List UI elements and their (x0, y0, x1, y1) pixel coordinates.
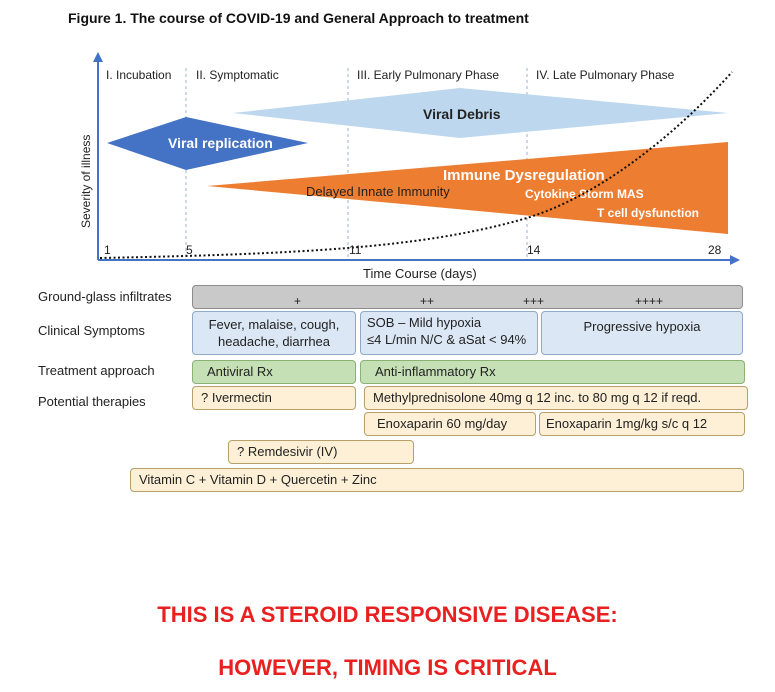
clinical-early-line-2: headache, diarrhea (217, 334, 331, 349)
therapy-enoxaparin-daily: Enoxaparin 60 mg/day (364, 412, 536, 436)
phase-label-symptomatic: II. Symptomatic (196, 68, 279, 82)
y-axis-arrow (93, 52, 103, 62)
enoxaparin-weight-text: Enoxaparin 1mg/kg s/c q 12 (546, 416, 708, 431)
tick-28: 28 (708, 243, 722, 257)
clinical-box-mild-hypoxia: SOB – Mild hypoxia ≤4 L/min N/C & aSat <… (360, 311, 538, 355)
banner-line-1: THIS IS A STEROID RESPONSIVE DISEASE: (157, 602, 618, 627)
y-axis-label: Severity of illness (79, 135, 93, 228)
ivermectin-text: ? Ivermectin (201, 390, 272, 405)
tick-5: 5 (186, 243, 193, 257)
phase-label-late-pulmonary: IV. Late Pulmonary Phase (536, 68, 675, 82)
viral-debris-label: Viral Debris (423, 106, 501, 122)
delayed-innate-label: Delayed Innate Immunity (306, 184, 450, 199)
vitamins-text: Vitamin C + Vitamin D + Quercetin + Zinc (139, 472, 377, 487)
clinical-mild-line-1: SOB – Mild hypoxia (367, 315, 482, 330)
clinical-box-early: Fever, malaise, cough, headache, diarrhe… (192, 311, 356, 355)
figure-title: Figure 1. The course of COVID-19 and Gen… (68, 10, 529, 26)
severity-curve (99, 71, 733, 259)
immune-dysregulation-label: Immune Dysregulation (443, 167, 605, 184)
x-axis-label: Time Course (days) (363, 266, 477, 281)
therapy-remdesivir: ? Remdesivir (IV) (228, 440, 414, 464)
ground-glass-level-4: ++++ (635, 294, 664, 308)
therapy-vitamins: Vitamin C + Vitamin D + Quercetin + Zinc (130, 468, 744, 492)
tick-11: 11 (349, 243, 362, 257)
t-cell-label: T cell dysfunction (597, 206, 699, 220)
x-axis-arrow (730, 255, 740, 265)
methylprednisolone-text: Methylprednisolone 40mg q 12 inc. to 80 … (373, 390, 702, 405)
tick-14: 14 (527, 243, 541, 257)
ground-glass-level-2: ++ (420, 294, 435, 308)
ground-glass-level-3: +++ (523, 294, 545, 308)
enoxaparin-daily-text: Enoxaparin 60 mg/day (377, 416, 508, 431)
therapy-ivermectin: ? Ivermectin (192, 386, 356, 410)
remdesivir-text: ? Remdesivir (IV) (237, 444, 338, 459)
clinical-box-progressive: Progressive hypoxia (541, 311, 743, 355)
treatment-anti-inflammatory: Anti-inflammatory Rx (360, 360, 745, 384)
row-label-treatment: Treatment approach (38, 363, 155, 378)
ground-glass-level-1: + (294, 294, 302, 308)
therapy-enoxaparin-weight: Enoxaparin 1mg/kg s/c q 12 (539, 412, 745, 436)
ground-glass-bar: + ++ +++ ++++ (192, 285, 743, 309)
clinical-progressive-text: Progressive hypoxia (583, 319, 701, 334)
viral-replication-shape (107, 117, 308, 170)
viral-debris-shape (233, 88, 728, 138)
immune-dysregulation-shape (207, 142, 728, 234)
phase-label-incubation: I. Incubation (106, 68, 171, 82)
antiviral-text: Antiviral Rx (207, 364, 273, 379)
anti-inflammatory-text: Anti-inflammatory Rx (375, 364, 496, 379)
row-label-clinical: Clinical Symptoms (38, 323, 145, 338)
course-diagram: I. Incubation II. Symptomatic III. Early… (79, 52, 740, 281)
clinical-early-line-1: Fever, malaise, cough, (208, 317, 340, 332)
phase-label-early-pulmonary: III. Early Pulmonary Phase (357, 68, 499, 82)
viral-replication-label: Viral replication (168, 135, 273, 151)
tick-1: 1 (104, 243, 111, 257)
therapy-methylprednisolone: Methylprednisolone 40mg q 12 inc. to 80 … (364, 386, 748, 410)
row-label-ground-glass: Ground-glass infiltrates (38, 289, 172, 304)
treatment-antiviral: Antiviral Rx (192, 360, 356, 384)
banner-line-2: HOWEVER, TIMING IS CRITICAL (218, 655, 557, 680)
row-label-therapies: Potential therapies (38, 394, 146, 409)
clinical-mild-line-2: ≤4 L/min N/C & aSat < 94% (367, 332, 527, 347)
